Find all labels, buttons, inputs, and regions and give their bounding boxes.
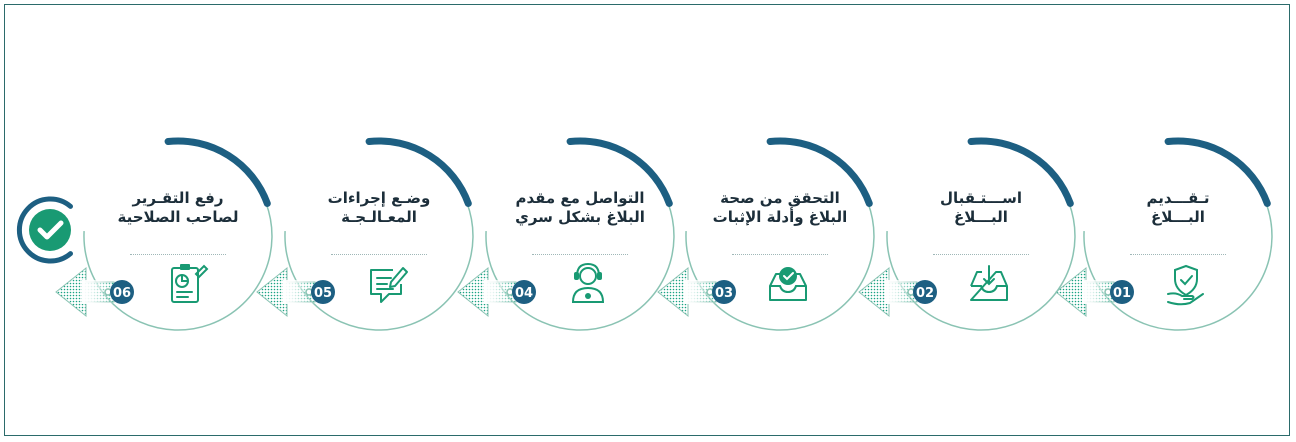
step-arc	[365, 137, 472, 207]
step-arc	[967, 137, 1074, 207]
step-arc	[1164, 137, 1271, 207]
step-04: 04	[457, 137, 675, 331]
step-number-badge	[311, 280, 335, 304]
step-title-line1: رفع التقـرير	[132, 189, 224, 207]
step-05: 05	[256, 137, 474, 331]
step-arrow	[1055, 266, 1116, 318]
step-divider	[130, 254, 226, 255]
step-arrow	[457, 266, 518, 318]
step-arrow	[657, 266, 718, 318]
step-01: 01	[1055, 137, 1273, 331]
step-title-line1: التحقق من صحة	[720, 189, 840, 207]
step-number: 03	[715, 286, 733, 301]
step-number: 01	[1113, 286, 1131, 301]
step-divider	[1130, 254, 1226, 255]
step-number: 02	[916, 286, 934, 301]
step-number: 04	[515, 286, 533, 301]
document-edit-icon	[370, 267, 408, 303]
step-arrow	[55, 266, 116, 318]
shield-hand-icon	[1167, 264, 1204, 306]
step-divider	[331, 254, 427, 255]
clipboard-report-icon	[171, 264, 209, 303]
step-number-badge	[712, 280, 736, 304]
step-arc	[566, 137, 673, 207]
step-divider	[933, 254, 1029, 255]
step-03: 03	[657, 137, 875, 331]
step-number-badge	[1110, 280, 1134, 304]
step-arc	[766, 137, 873, 207]
step-02: 02	[858, 137, 1076, 331]
step-title-line1: اســـتـقبال	[939, 189, 1023, 207]
step-title-line2: البـــلاغ	[1151, 208, 1205, 226]
step-title-line2: البلاغ بشكل سري	[515, 208, 645, 226]
headset-agent-icon	[571, 262, 605, 303]
step-title-line2: البلاغ وأدلة الإثبات	[712, 208, 848, 226]
step-number-badge	[110, 280, 134, 304]
step-number-badge	[512, 280, 536, 304]
step-title-line1: وضـع إجراءات	[327, 189, 431, 207]
step-divider	[532, 254, 628, 255]
step-title-line2: لصاحب الصلاحية	[117, 208, 239, 226]
step-arc	[164, 137, 271, 207]
step-number-badge	[913, 280, 937, 304]
inbox-check-icon	[769, 267, 807, 301]
step-06: 06	[55, 137, 273, 331]
step-title-line2: البـــلاغ	[954, 208, 1008, 226]
check-circle-icon	[16, 196, 73, 264]
step-number: 05	[314, 286, 332, 301]
diagram-frame	[4, 4, 1290, 436]
inbox-download-icon	[970, 265, 1008, 301]
step-divider	[732, 254, 828, 255]
step-title-line1: تـقـــديم	[1146, 189, 1210, 207]
step-title-line1: التواصل مع مقدم	[515, 189, 645, 207]
step-arrow	[858, 266, 919, 318]
step-arrow	[256, 266, 317, 318]
step-title-line2: المعـالـجـة	[341, 208, 417, 226]
step-number: 06	[113, 286, 131, 301]
